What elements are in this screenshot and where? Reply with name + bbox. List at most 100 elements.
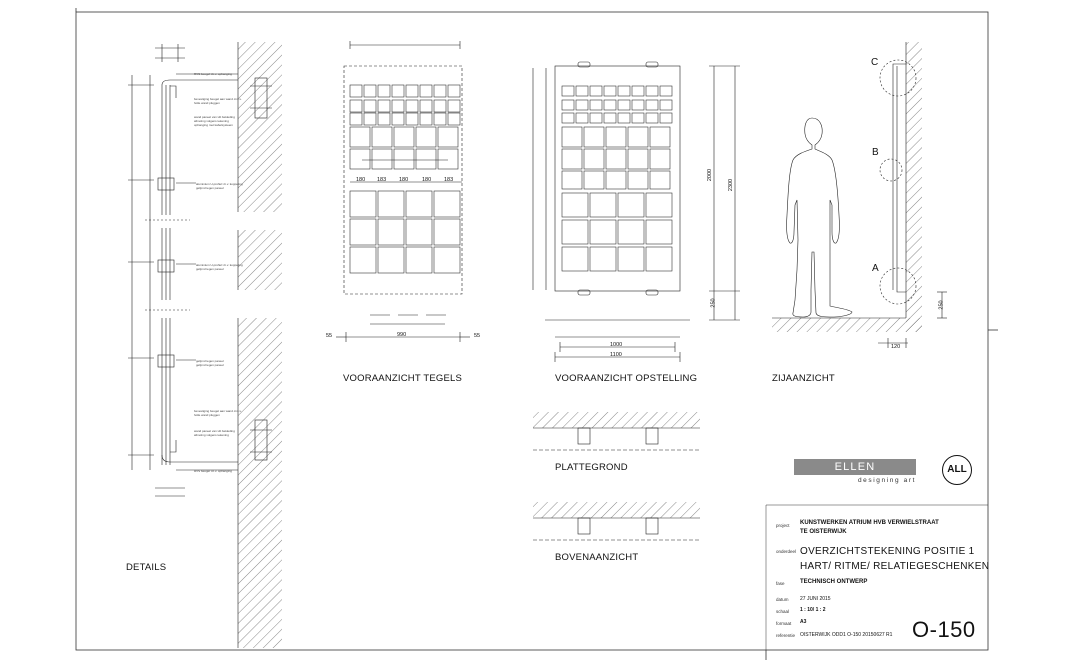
drawing-number: O-150 — [912, 617, 976, 642]
tile — [391, 112, 405, 126]
tb-phase-key: fase — [776, 581, 785, 586]
tb-phase-value: TECHNISCH ONTWERP — [800, 579, 868, 585]
setup-tiles-grid — [561, 85, 673, 272]
dim-side-120: 120 — [891, 344, 901, 350]
setup-tile — [575, 112, 589, 124]
tb-subject-key: onderdeel — [776, 549, 797, 554]
setup-tile — [649, 170, 671, 190]
tb-subject-line1: OVERZICHTSTEKENING POSITIE 1 — [800, 546, 975, 557]
setup-tile — [589, 99, 603, 111]
dim-setup-250: 250 — [710, 298, 717, 308]
tile — [377, 99, 391, 113]
tiles-grid — [349, 84, 461, 274]
setup-tile — [575, 85, 589, 97]
setup-tile — [561, 219, 589, 245]
setup-tile — [627, 126, 649, 148]
svg-text:bevestiging beugel aan wand d.: bevestiging beugel aan wand d.m.v. — [194, 409, 242, 413]
tile — [405, 190, 433, 218]
setup-tile — [645, 112, 659, 124]
svg-text:holle wand pluggen: holle wand pluggen — [194, 101, 220, 105]
tile — [349, 190, 377, 218]
dim-tile-col-5: 183 — [444, 177, 454, 183]
tile — [377, 246, 405, 274]
side-view-label: ZIJAANZICHT — [772, 373, 835, 384]
tile — [405, 112, 419, 126]
dim-setup-2300: 2300 — [728, 178, 735, 192]
setup-tile — [583, 126, 605, 148]
svg-text:gelijmd tegen paneel: gelijmd tegen paneel — [196, 359, 224, 363]
tile — [419, 84, 433, 98]
tile — [415, 148, 437, 170]
tb-date-key: datum — [776, 597, 789, 602]
setup-tile — [561, 192, 589, 218]
tile — [405, 99, 419, 113]
details-drawing — [128, 42, 282, 648]
tile — [377, 190, 405, 218]
setup-tile — [627, 170, 649, 190]
setup-tile — [561, 246, 589, 272]
tb-format-value: A3 — [800, 619, 807, 625]
setup-tile — [645, 192, 673, 218]
tile — [447, 99, 461, 113]
setup-tile — [617, 85, 631, 97]
svg-text:gelijmd tegen paneel: gelijmd tegen paneel — [196, 363, 224, 367]
tile — [437, 148, 459, 170]
dim-tile-col-1: 180 — [356, 177, 366, 183]
tile — [419, 112, 433, 126]
tile — [447, 84, 461, 98]
setup-tile — [561, 148, 583, 170]
tile — [405, 246, 433, 274]
tile — [349, 99, 363, 113]
tb-reference-value: OISTERWIJK ODD1 O-150 20150627 R1 — [800, 632, 893, 638]
tile — [433, 112, 447, 126]
dim-side-250: 250 — [938, 300, 945, 310]
tile — [349, 218, 377, 246]
setup-tile — [649, 126, 671, 148]
tile — [433, 246, 461, 274]
setup-tile — [561, 99, 575, 111]
tb-date-value: 27 JUNI 2015 — [800, 596, 831, 602]
tile — [415, 126, 437, 148]
setup-tile — [617, 112, 631, 124]
setup-tile — [645, 85, 659, 97]
setup-tile — [605, 170, 627, 190]
setup-tile — [617, 99, 631, 111]
svg-text:gelijmd tegen paneel: gelijmd tegen paneel — [196, 267, 224, 271]
tile — [349, 112, 363, 126]
dim-tile-col-4: 180 — [422, 177, 432, 183]
details-label: DETAILS — [126, 562, 167, 573]
setup-tile — [561, 126, 583, 148]
svg-text:holle wand pluggen: holle wand pluggen — [194, 413, 220, 417]
svg-text:afmeting volgens tekening: afmeting volgens tekening — [194, 433, 229, 437]
setup-tile — [583, 170, 605, 190]
dim-tiles-width: 990 — [397, 332, 407, 338]
setup-tile — [631, 99, 645, 111]
svg-text:ophanging met kabelsysteem: ophanging met kabelsysteem — [194, 123, 234, 127]
svg-text:gelijmd tegen paneel: gelijmd tegen paneel — [196, 186, 224, 190]
tile — [371, 148, 393, 170]
dim-setup-inner: 1000 — [610, 342, 623, 348]
tb-project-line1: KUNSTWERKEN ATRIUM HVB VERWIELSTRAAT — [800, 520, 939, 526]
tb-subject-line2: HART/ RITME/ RELATIEGESCHENKEN — [800, 561, 990, 572]
tile — [433, 99, 447, 113]
front-tiles-label: VOORAANZICHT TEGELS — [343, 373, 463, 384]
tile — [405, 84, 419, 98]
setup-tile — [589, 192, 617, 218]
tile — [433, 190, 461, 218]
tile — [377, 112, 391, 126]
setup-tile — [605, 148, 627, 170]
setup-tile — [589, 112, 603, 124]
tile — [405, 218, 433, 246]
tile — [393, 148, 415, 170]
dim-setup-outer: 1100 — [610, 352, 622, 358]
tb-scale-key: schaal — [776, 609, 790, 614]
tile — [447, 112, 461, 126]
tb-project-key: project — [776, 523, 790, 528]
setup-tile — [589, 85, 603, 97]
tile — [377, 84, 391, 98]
setup-tile — [659, 112, 673, 124]
tile — [437, 126, 459, 148]
tb-format-key: formaat — [776, 621, 792, 626]
plan-view-label: PLATTEGROND — [555, 462, 628, 473]
